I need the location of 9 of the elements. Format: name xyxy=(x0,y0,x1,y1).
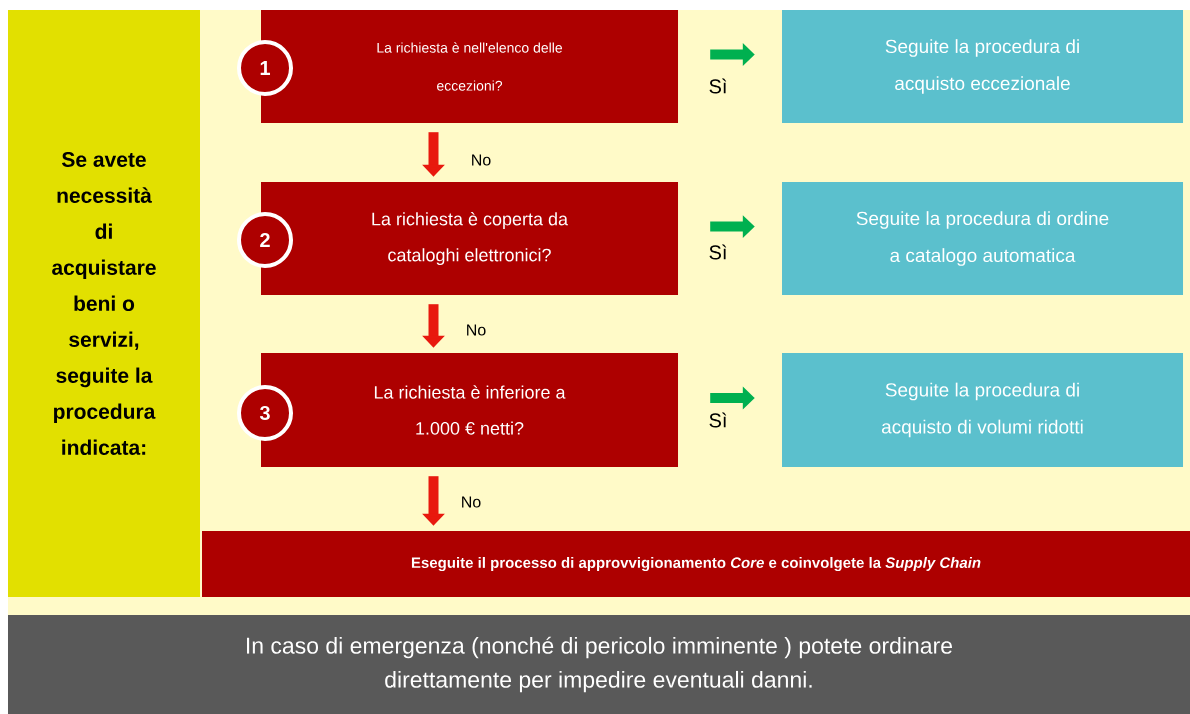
process-box: Eseguite il processo di approvvigionamento Core e coinvolgete la Supply Chain xyxy=(202,531,1190,597)
result-box: Seguite la procedura di acquisto eccezionale xyxy=(782,10,1183,123)
edge-label: No xyxy=(469,153,493,167)
edge-label: No xyxy=(459,495,483,509)
panel-text-box: Se avete necessità di acquistare beni o servizi, seguite la procedura indicata: xyxy=(8,10,200,597)
result-box: Seguite la procedura di acquisto di volumi ridotti xyxy=(782,353,1183,467)
note-band: In caso di emergenza (nonché di pericolo imminente ) potete ordinare direttamente per impedire eventuali danni. xyxy=(8,615,1190,714)
edge-label: No xyxy=(464,323,488,337)
result-box: Seguite la procedura di ordine a catalogo automatica xyxy=(782,182,1183,295)
